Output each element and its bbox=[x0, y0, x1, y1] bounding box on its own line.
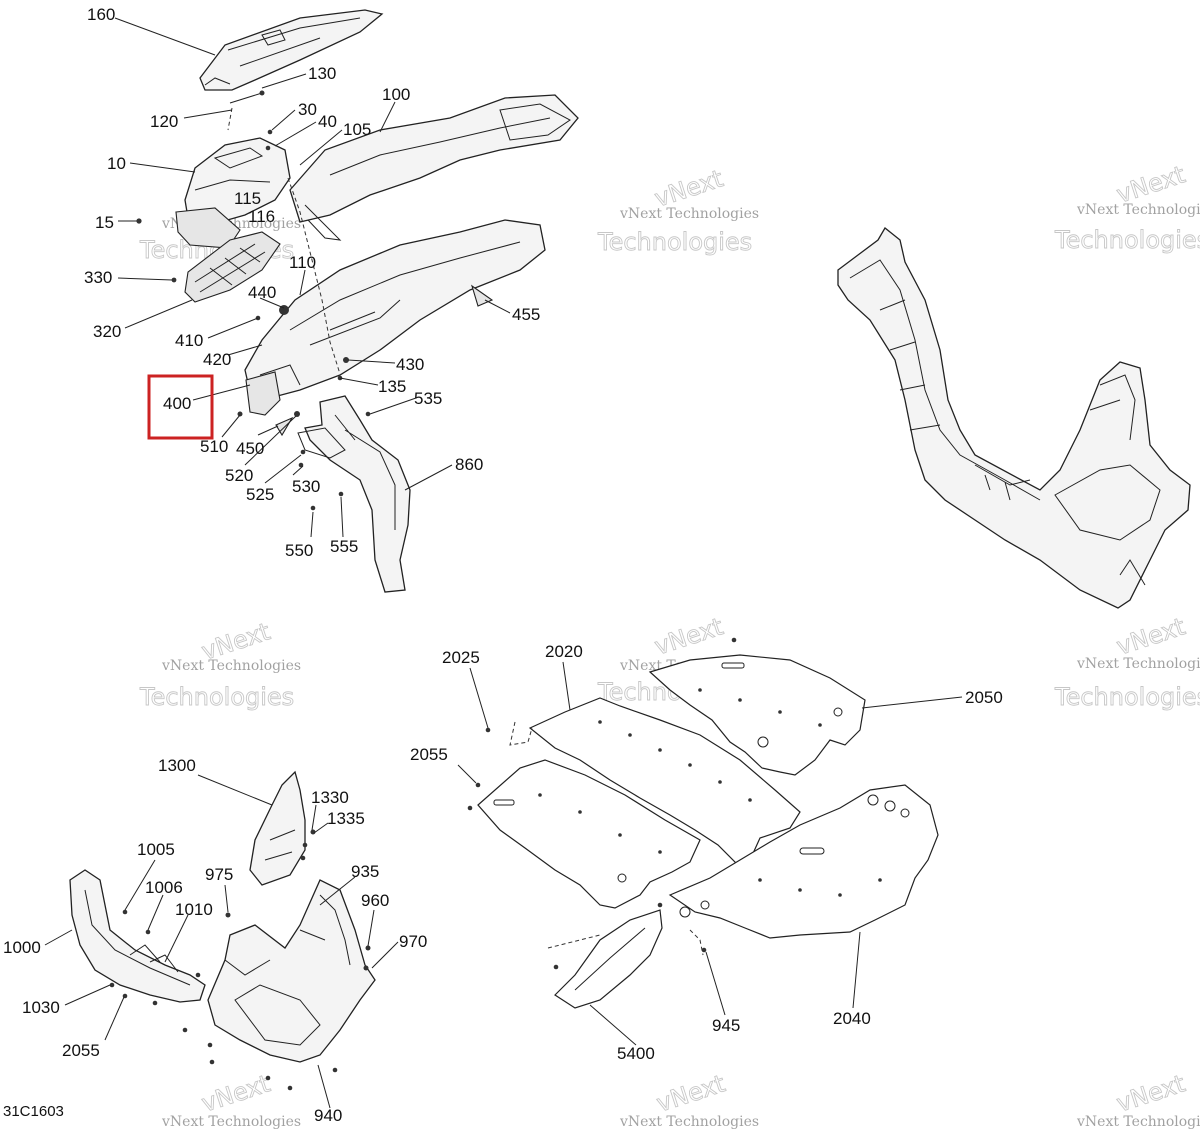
callout-110[interactable]: 110 bbox=[289, 253, 316, 272]
callout-1006[interactable]: 1006 bbox=[145, 878, 183, 897]
part-1000-rocker-panel[interactable] bbox=[69, 869, 206, 1003]
callout-1010[interactable]: 1010 bbox=[175, 900, 213, 919]
watermark-2: vNext vNext Technologies Technologies bbox=[597, 164, 760, 256]
svg-text:Technologies: Technologies bbox=[1054, 226, 1200, 254]
callout-1030[interactable]: 1030 bbox=[22, 998, 60, 1017]
watermark-6: vNext vNext Technologies Technologies bbox=[1054, 612, 1200, 711]
callout-160[interactable]: 160 bbox=[87, 5, 115, 24]
callout-1000[interactable]: 1000 bbox=[3, 938, 41, 957]
callout-2020[interactable]: 2020 bbox=[545, 642, 583, 661]
callout-1335[interactable]: 1335 bbox=[327, 809, 365, 828]
callout-860[interactable]: 860 bbox=[455, 455, 483, 474]
callout-116[interactable]: 116 bbox=[248, 207, 275, 226]
callout-2055-plate[interactable]: 2055 bbox=[410, 745, 448, 764]
callout-120[interactable]: 120 bbox=[150, 112, 178, 131]
svg-text:vNext Technologies: vNext Technologies bbox=[1076, 1114, 1200, 1129]
callout-labels: 160 130 120 30 40 100 105 10 115 116 15 … bbox=[3, 5, 1003, 1125]
front-body-assembly bbox=[136, 9, 579, 593]
part-1300-side-trim[interactable] bbox=[249, 770, 306, 886]
callout-2050[interactable]: 2050 bbox=[965, 688, 1003, 707]
callout-525[interactable]: 525 bbox=[246, 485, 274, 504]
leader-lines bbox=[44, 17, 963, 1109]
svg-text:vNext: vNext bbox=[198, 1069, 273, 1117]
callout-2025[interactable]: 2025 bbox=[442, 648, 480, 667]
watermark-3: vNext vNext Technologies Technologies bbox=[1054, 160, 1200, 254]
part-400-side-bracket[interactable] bbox=[245, 371, 281, 416]
callout-2040[interactable]: 2040 bbox=[833, 1009, 871, 1028]
callout-535[interactable]: 535 bbox=[414, 389, 442, 408]
svg-text:vNext Technologies: vNext Technologies bbox=[619, 1114, 759, 1129]
part-2020-skid-plate[interactable] bbox=[528, 697, 801, 866]
callout-100[interactable]: 100 bbox=[382, 85, 410, 104]
callout-320[interactable]: 320 bbox=[93, 322, 121, 341]
callout-130[interactable]: 130 bbox=[308, 64, 336, 83]
callout-945[interactable]: 945 bbox=[712, 1016, 740, 1035]
skid-plate-assembly bbox=[467, 637, 939, 1009]
svg-text:vNext: vNext bbox=[1113, 1069, 1188, 1117]
callout-10[interactable]: 10 bbox=[107, 154, 126, 173]
svg-text:vNext: vNext bbox=[1113, 612, 1188, 660]
svg-text:vNext: vNext bbox=[653, 1069, 728, 1117]
callout-550[interactable]: 550 bbox=[285, 541, 313, 560]
callout-40[interactable]: 40 bbox=[318, 112, 337, 131]
side-panel-assembly bbox=[69, 770, 376, 1091]
part-160-hood-cover[interactable] bbox=[199, 9, 384, 91]
watermark-9: vNext vNext Technologies bbox=[1076, 1069, 1200, 1129]
svg-text:vNext: vNext bbox=[651, 612, 726, 660]
skid-plate-rivets bbox=[538, 688, 882, 897]
svg-text:vNext Technologies: vNext Technologies bbox=[1076, 656, 1200, 672]
callout-510[interactable]: 510 bbox=[200, 437, 228, 456]
svg-text:Technologies: Technologies bbox=[597, 228, 752, 256]
part-420-front-bumper[interactable] bbox=[244, 219, 546, 399]
callout-135[interactable]: 135 bbox=[378, 377, 406, 396]
highlight-box-400 bbox=[147, 374, 214, 440]
svg-text:vNext Technologies: vNext Technologies bbox=[161, 1114, 301, 1129]
part-860-front-fender[interactable] bbox=[304, 395, 411, 593]
svg-text:Technologies: Technologies bbox=[1054, 683, 1200, 711]
callout-555[interactable]: 555 bbox=[330, 537, 358, 556]
callout-400[interactable]: 400 bbox=[163, 394, 191, 413]
watermark-4: vNext vNext Technologies Technologies bbox=[139, 617, 302, 711]
callout-960[interactable]: 960 bbox=[361, 891, 389, 910]
callout-450[interactable]: 450 bbox=[236, 439, 264, 458]
callout-530[interactable]: 530 bbox=[292, 477, 320, 496]
callout-935[interactable]: 935 bbox=[351, 862, 379, 881]
callout-30[interactable]: 30 bbox=[298, 100, 317, 119]
callout-1300[interactable]: 1300 bbox=[158, 756, 196, 775]
svg-text:vNext Technologies: vNext Technologies bbox=[1076, 202, 1200, 218]
callout-420[interactable]: 420 bbox=[203, 350, 231, 369]
callout-975[interactable]: 975 bbox=[205, 865, 233, 884]
svg-text:vNext Technologies: vNext Technologies bbox=[161, 658, 301, 674]
callout-410[interactable]: 410 bbox=[175, 331, 203, 350]
assembled-side-structure[interactable] bbox=[837, 227, 1191, 609]
part-320-mesh-grille[interactable] bbox=[184, 231, 281, 303]
callout-330[interactable]: 330 bbox=[84, 268, 112, 287]
part-455-triangle-reflector[interactable] bbox=[471, 284, 494, 307]
watermark-7: vNext vNext Technologies bbox=[161, 1069, 301, 1129]
diagram-code: 31C1603 bbox=[3, 1103, 64, 1120]
callout-15[interactable]: 15 bbox=[95, 213, 114, 232]
callout-970[interactable]: 970 bbox=[399, 932, 427, 951]
callout-5400[interactable]: 5400 bbox=[617, 1044, 655, 1063]
assembled-side-view bbox=[837, 227, 1191, 609]
callout-115[interactable]: 115 bbox=[234, 189, 261, 208]
watermark-8: vNext vNext Technologies bbox=[619, 1069, 759, 1129]
callout-940[interactable]: 940 bbox=[314, 1106, 342, 1125]
callout-430[interactable]: 430 bbox=[396, 355, 424, 374]
svg-text:vNext Technologies: vNext Technologies bbox=[619, 206, 759, 222]
callout-455[interactable]: 455 bbox=[512, 305, 540, 324]
callout-520[interactable]: 520 bbox=[225, 466, 253, 485]
part-2040-skid-plate[interactable] bbox=[668, 784, 939, 939]
callout-2055-rocker[interactable]: 2055 bbox=[62, 1041, 100, 1060]
part-940-footwell[interactable] bbox=[207, 879, 376, 1063]
callout-105[interactable]: 105 bbox=[343, 120, 371, 139]
callout-1005[interactable]: 1005 bbox=[137, 840, 175, 859]
part-2055-skid-plate[interactable] bbox=[477, 759, 701, 909]
svg-text:Technologies: Technologies bbox=[139, 683, 294, 711]
callout-440[interactable]: 440 bbox=[248, 283, 276, 302]
part-2050-skid-plate[interactable] bbox=[648, 654, 866, 776]
callout-1330[interactable]: 1330 bbox=[311, 788, 349, 807]
